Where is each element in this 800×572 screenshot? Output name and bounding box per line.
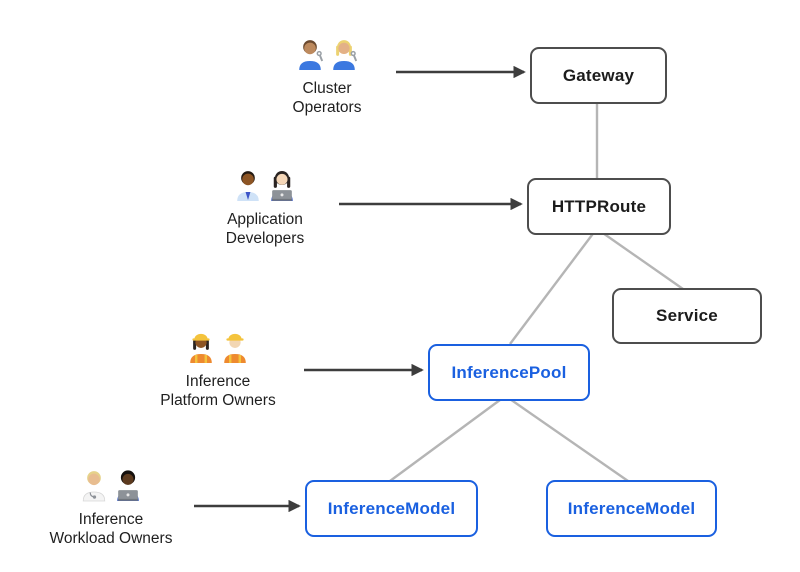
node-gateway: Gateway	[530, 47, 667, 104]
node-inferencemodel-left-label: InferenceModel	[327, 498, 456, 518]
inference-platform-owners-label: Inference Platform Owners	[160, 373, 276, 409]
woman-construction-worker-icon	[190, 333, 212, 363]
node-inferencepool: InferencePool	[428, 344, 590, 401]
node-httproute: HTTPRoute	[527, 178, 671, 235]
man-office-worker-icon	[237, 171, 259, 201]
persona-inference-platform-owners: Inference Platform Owners	[128, 329, 308, 410]
inference-workload-owners-emojis	[79, 467, 143, 503]
node-service: Service	[612, 288, 762, 344]
inference-workload-owners-label: Inference Workload Owners	[49, 511, 173, 547]
node-inferencepool-label: InferencePool	[451, 362, 567, 382]
woman-mechanic-icon	[333, 40, 358, 70]
edge-httproute-service	[599, 230, 684, 290]
man-construction-worker-icon	[224, 333, 246, 363]
cluster-operators-emojis	[295, 36, 359, 72]
man-technologist-icon	[117, 470, 139, 501]
cluster-operators-label: Cluster Operators	[292, 80, 362, 116]
node-inferencemodel-right-label: InferenceModel	[567, 498, 696, 518]
node-gateway-label: Gateway	[562, 65, 635, 85]
application-developers-label: Application Developers	[225, 211, 305, 247]
node-service-label: Service	[656, 306, 718, 325]
persona-cluster-operators: Cluster Operators	[237, 36, 417, 117]
man-mechanic-icon	[299, 40, 324, 70]
edge-inferencepool-inferencemodel-right	[506, 396, 629, 482]
node-httproute-label: HTTPRoute	[551, 196, 647, 216]
persona-inference-workload-owners: Inference Workload Owners	[21, 467, 201, 548]
application-developers-emojis	[233, 167, 297, 203]
node-inferencemodel-left: InferenceModel	[305, 480, 478, 537]
edge-inferencepool-inferencemodel-left	[389, 396, 505, 482]
persona-application-developers: Application Developers	[175, 167, 355, 248]
inference-platform-owners-emojis	[186, 329, 250, 365]
node-inferencemodel-right: InferenceModel	[546, 480, 717, 537]
woman-technologist-icon	[271, 170, 293, 201]
health-worker-icon	[82, 471, 106, 502]
edge-httproute-inferencepool	[509, 230, 596, 345]
